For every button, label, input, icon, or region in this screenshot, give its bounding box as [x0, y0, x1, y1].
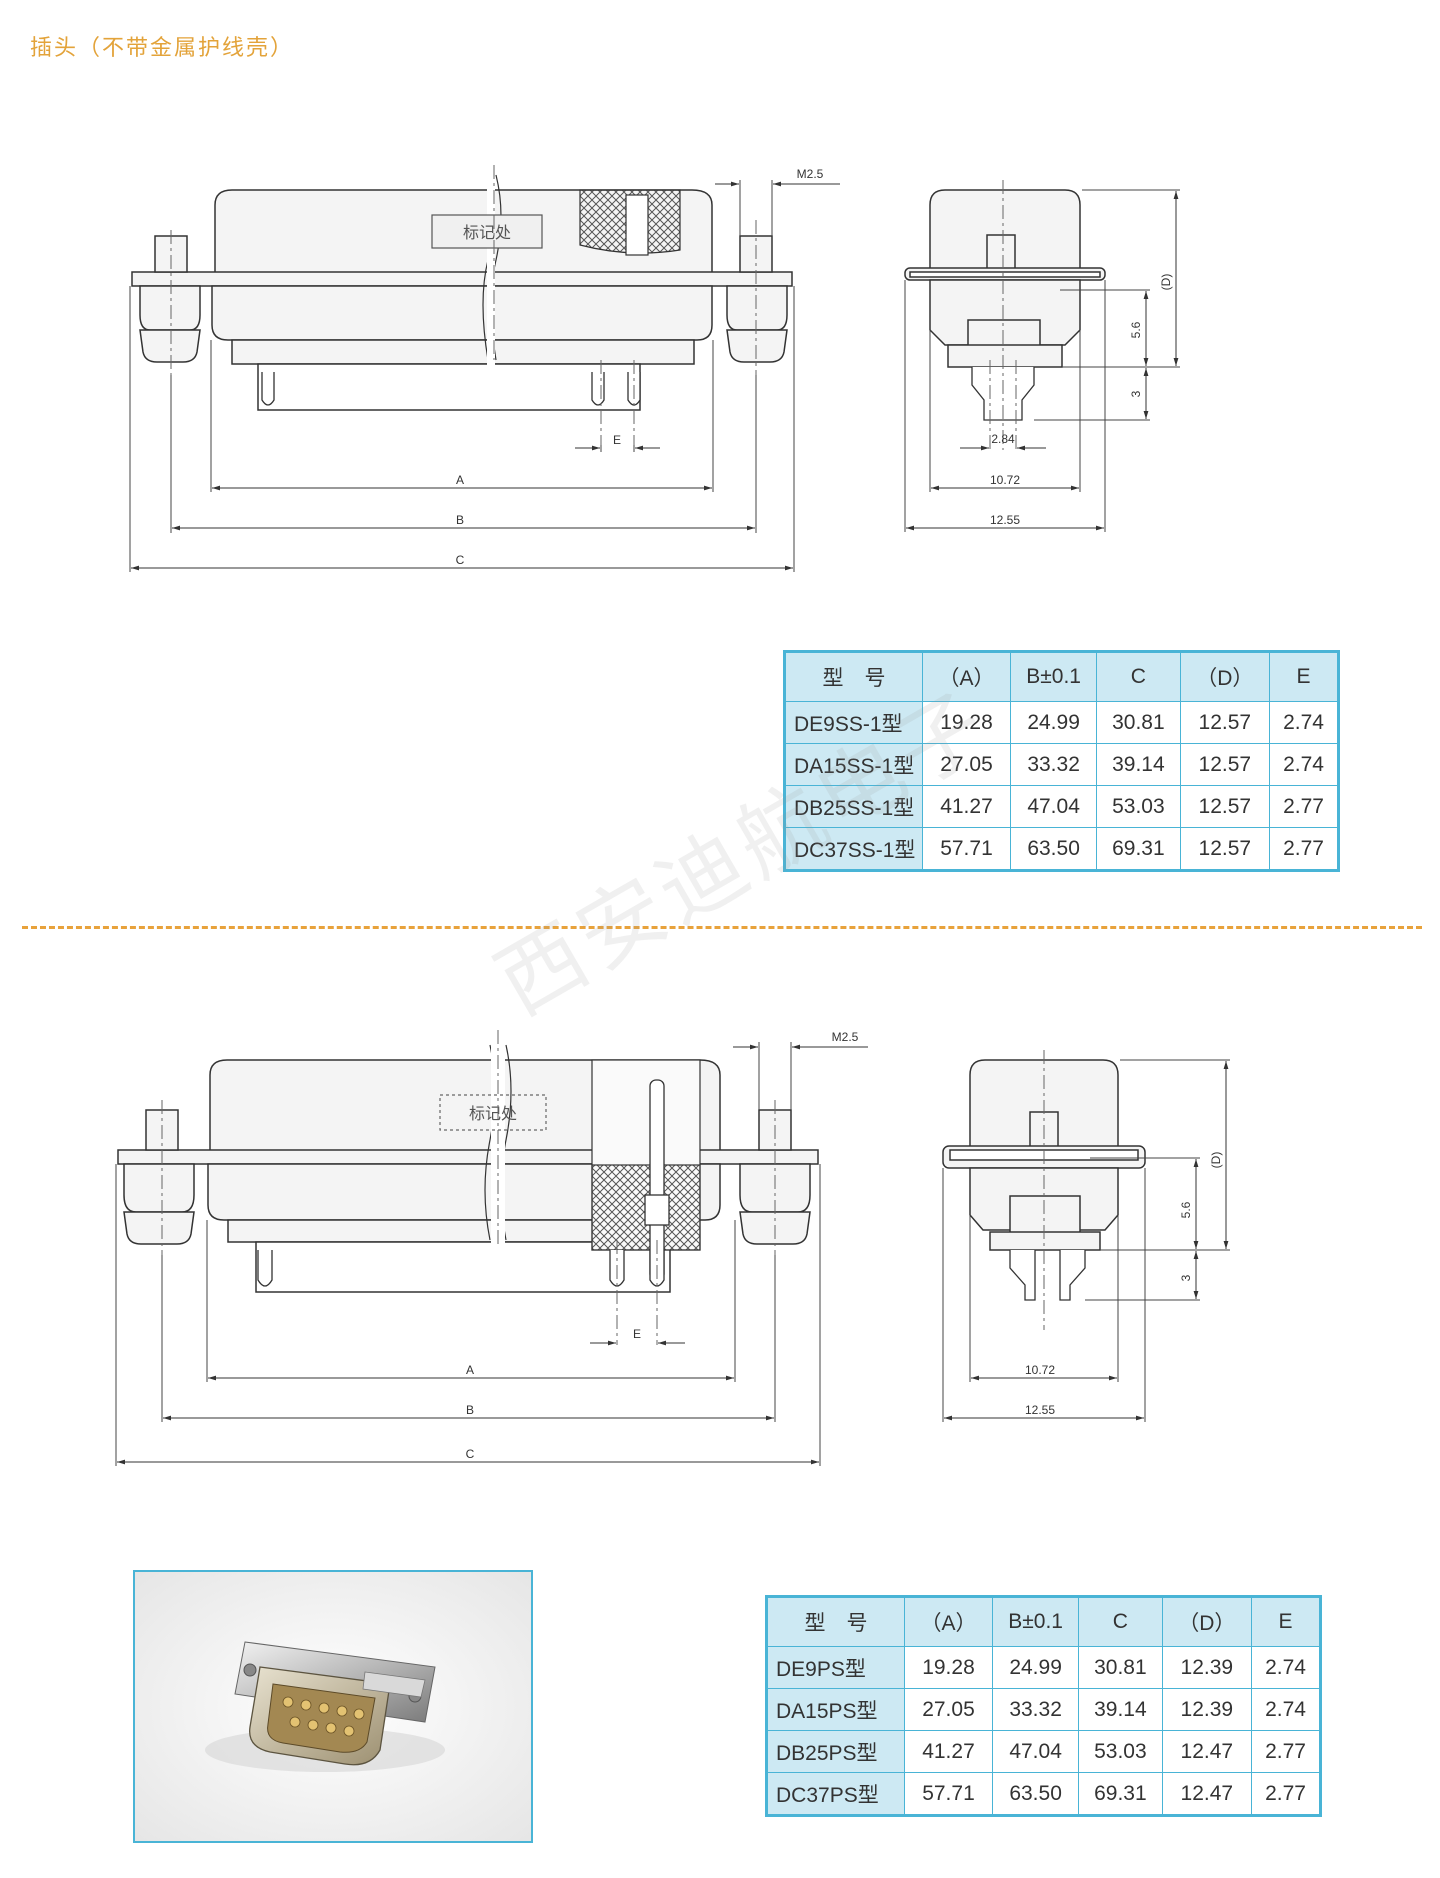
dim-c-label: C — [466, 1447, 475, 1461]
model-cell: DB25SS-1型 — [784, 785, 923, 828]
dim-b-label: B — [466, 1403, 474, 1417]
model-cell: DE9PS型 — [766, 1646, 905, 1689]
side-h2-label: 3 — [1129, 390, 1143, 397]
table-row: DC37SS-1型 57.71 63.50 69.31 12.57 2.77 — [784, 827, 1339, 871]
model-cell: DA15SS-1型 — [784, 743, 923, 786]
value-cell: 57.71 — [904, 1772, 993, 1816]
side-d-label: (D) — [1159, 274, 1173, 291]
model-cell: DC37SS-1型 — [784, 827, 923, 871]
header-cell: 型 号 — [784, 651, 923, 702]
marking-label: 标记处 — [463, 223, 511, 242]
side-w2-label: 12.55 — [1025, 1403, 1055, 1417]
value-cell: 2.77 — [1251, 1730, 1321, 1773]
header-cell: C — [1096, 651, 1181, 702]
value-cell: 33.32 — [991, 1688, 1080, 1731]
value-cell: 47.04 — [991, 1730, 1080, 1773]
header-cell: B±0.1 — [991, 1596, 1080, 1647]
value-cell: 41.27 — [904, 1730, 993, 1773]
thread-label: M2.5 — [832, 1030, 859, 1044]
table-row: DA15PS型 27.05 33.32 39.14 12.39 2.74 — [766, 1688, 1321, 1731]
connector-image — [135, 1572, 531, 1841]
table-row: DE9SS-1型 19.28 24.99 30.81 12.57 2.74 — [784, 701, 1339, 744]
side-h1-label: 5.6 — [1129, 321, 1143, 338]
value-cell: 63.50 — [1009, 827, 1098, 871]
value-cell: 12.57 — [1179, 743, 1271, 786]
value-cell: 2.77 — [1251, 1772, 1321, 1816]
dim-e-label: E — [613, 433, 621, 447]
model-cell: DE9SS-1型 — [784, 701, 923, 744]
header-cell: C — [1078, 1596, 1163, 1647]
value-cell: 47.04 — [1009, 785, 1098, 828]
section-divider — [22, 926, 1422, 929]
value-cell: 2.74 — [1269, 743, 1339, 786]
value-cell: 12.57 — [1179, 785, 1271, 828]
table-row: DE9PS型 19.28 24.99 30.81 12.39 2.74 — [766, 1646, 1321, 1689]
plug-ss-drawing: 标记处 A B C E — [129, 165, 1180, 572]
value-cell: 27.05 — [922, 743, 1011, 786]
value-cell: 2.77 — [1269, 785, 1339, 828]
side-w0-label: 2.84 — [991, 432, 1015, 446]
value-cell: 30.81 — [1096, 701, 1181, 744]
page-title: 插头（不带金属护线壳） — [30, 36, 295, 61]
thread-label: M2.5 — [797, 167, 824, 181]
value-cell: 24.99 — [991, 1646, 1080, 1689]
value-cell: 2.74 — [1251, 1688, 1321, 1731]
header-cell: B±0.1 — [1009, 651, 1098, 702]
model-cell: DA15PS型 — [766, 1688, 905, 1731]
value-cell: 27.05 — [904, 1688, 993, 1731]
model-cell: DB25PS型 — [766, 1730, 905, 1773]
spec-table-ss: 型 号 （A） B±0.1 C （D） E DE9SS-1型 19.28 24.… — [783, 650, 1340, 872]
value-cell: 2.74 — [1251, 1646, 1321, 1689]
value-cell: 69.31 — [1096, 827, 1181, 871]
header-cell: E — [1251, 1596, 1321, 1647]
header-cell: （D） — [1179, 651, 1271, 702]
side-d-label: (D) — [1209, 1152, 1223, 1169]
header-cell: 型 号 — [766, 1596, 905, 1647]
header-cell: （A） — [904, 1596, 993, 1647]
value-cell: 33.32 — [1009, 743, 1098, 786]
value-cell: 30.81 — [1078, 1646, 1163, 1689]
table-row: DB25PS型 41.27 47.04 53.03 12.47 2.77 — [766, 1730, 1321, 1773]
value-cell: 53.03 — [1096, 785, 1181, 828]
table-header-row: 型 号 （A） B±0.1 C （D） E — [766, 1596, 1321, 1647]
value-cell: 57.71 — [922, 827, 1011, 871]
side-w1-label: 10.72 — [1025, 1363, 1055, 1377]
dim-b-label: B — [456, 513, 464, 527]
product-photo — [133, 1570, 533, 1843]
value-cell: 2.74 — [1269, 701, 1339, 744]
dim-a-label: A — [456, 473, 464, 487]
value-cell: 12.39 — [1161, 1688, 1253, 1731]
table-row: DC37PS型 57.71 63.50 69.31 12.47 2.77 — [766, 1772, 1321, 1816]
header-cell: （D） — [1161, 1596, 1253, 1647]
value-cell: 63.50 — [991, 1772, 1080, 1816]
header-cell: E — [1269, 651, 1339, 702]
value-cell: 19.28 — [904, 1646, 993, 1689]
spec-table-ps: 型 号 （A） B±0.1 C （D） E DE9PS型 19.28 24.99… — [765, 1595, 1322, 1817]
side-h2-label: 3 — [1179, 1274, 1193, 1281]
marking-label: 标记处 — [469, 1104, 517, 1123]
side-w2-label: 12.55 — [990, 513, 1020, 527]
value-cell: 39.14 — [1096, 743, 1181, 786]
value-cell: 39.14 — [1078, 1688, 1163, 1731]
plug-ps-drawing: 标记处 A B C E M2.5 — [115, 1030, 1230, 1466]
value-cell: 12.57 — [1179, 827, 1271, 871]
side-h1-label: 5.6 — [1179, 1201, 1193, 1218]
value-cell: 69.31 — [1078, 1772, 1163, 1816]
model-cell: DC37PS型 — [766, 1772, 905, 1816]
header-cell: （A） — [922, 651, 1011, 702]
value-cell: 12.39 — [1161, 1646, 1253, 1689]
value-cell: 12.57 — [1179, 701, 1271, 744]
value-cell: 12.47 — [1161, 1772, 1253, 1816]
dim-e-label: E — [633, 1327, 641, 1341]
value-cell: 12.47 — [1161, 1730, 1253, 1773]
dim-c-label: C — [456, 553, 465, 567]
table-row: DB25SS-1型 41.27 47.04 53.03 12.57 2.77 — [784, 785, 1339, 828]
value-cell: 2.77 — [1269, 827, 1339, 871]
side-w1-label: 10.72 — [990, 473, 1020, 487]
table-header-row: 型 号 （A） B±0.1 C （D） E — [784, 651, 1339, 702]
dim-a-label: A — [466, 1363, 474, 1377]
value-cell: 24.99 — [1009, 701, 1098, 744]
value-cell: 53.03 — [1078, 1730, 1163, 1773]
